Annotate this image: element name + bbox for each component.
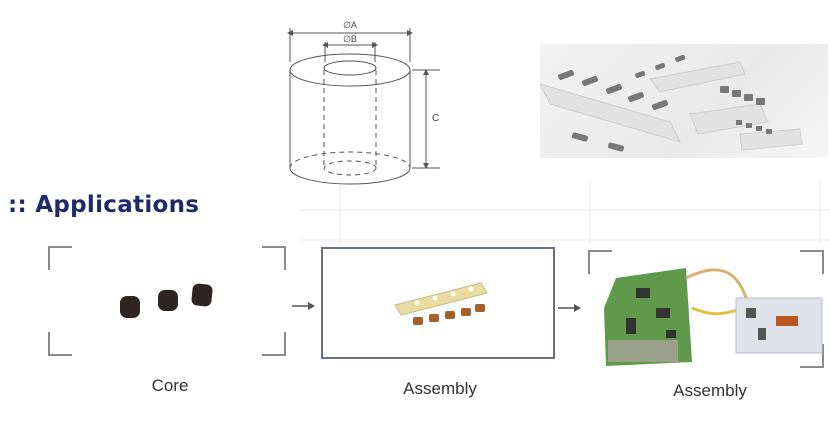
step-core-label: Core bbox=[151, 376, 189, 395]
ferrite-cores-image bbox=[120, 283, 213, 318]
carrier-tape bbox=[539, 61, 803, 151]
bracket-tr bbox=[262, 246, 286, 270]
cylinder-top bbox=[289, 53, 411, 87]
bracket-bl bbox=[48, 332, 72, 356]
label-b: ∅B bbox=[343, 34, 357, 44]
label-c: C bbox=[432, 113, 439, 124]
step-assembly-1-label: Assembly bbox=[403, 379, 477, 398]
cylinder-bore-top bbox=[323, 60, 377, 76]
arrow-right-icon bbox=[558, 304, 581, 312]
label-a: ∅A bbox=[343, 20, 357, 30]
smd-chips bbox=[558, 54, 772, 152]
smd-inductors-image bbox=[394, 282, 488, 325]
bracket-tl bbox=[588, 250, 612, 274]
arrow-right-icon bbox=[292, 302, 315, 310]
bracket-tl bbox=[48, 246, 72, 270]
dimension-drawing: ∅A ∅B C bbox=[287, 20, 440, 185]
step-assembly-2-label: Assembly bbox=[673, 381, 747, 400]
step-assembly-1 bbox=[321, 247, 555, 359]
product-photo bbox=[539, 44, 828, 158]
bracket-tr bbox=[800, 250, 824, 274]
applications-heading: :: Applications bbox=[8, 192, 200, 218]
circuit-board-image bbox=[604, 268, 823, 366]
bleed-through-table bbox=[300, 182, 830, 244]
step-assembly-2 bbox=[588, 250, 824, 368]
step-core bbox=[48, 246, 286, 356]
bracket-br bbox=[262, 332, 286, 356]
bracket-br bbox=[800, 344, 824, 368]
